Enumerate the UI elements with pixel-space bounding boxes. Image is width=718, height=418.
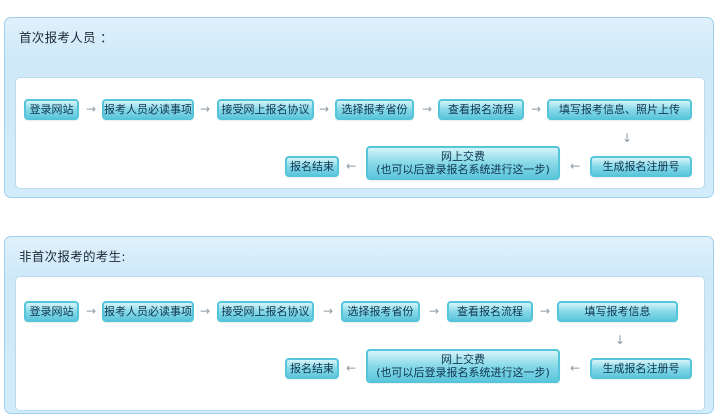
step-fill-info[interactable]: 填写报考信息、照片上传 xyxy=(547,99,692,120)
step-fill-info[interactable]: 填写报考信息 xyxy=(557,301,678,322)
arrow-left-icon: ← xyxy=(569,361,581,375)
step-accept-agreement[interactable]: 接受网上报名协议 xyxy=(217,301,314,322)
arrow-right-icon: → xyxy=(421,102,433,116)
arrow-right-icon: → xyxy=(530,102,542,116)
arrow-right-icon: → xyxy=(199,304,211,318)
payment-note: (也可以后登录报名系统进行这一步) xyxy=(376,163,550,176)
step-view-process[interactable]: 查看报名流程 xyxy=(447,301,533,322)
payment-label: 网上交费 xyxy=(441,150,485,163)
arrow-right-icon: → xyxy=(85,102,97,116)
step-finish[interactable]: 报名结束 xyxy=(285,156,339,177)
step-finish[interactable]: 报名结束 xyxy=(285,358,339,379)
arrow-right-icon: → xyxy=(322,304,334,318)
step-read-notice[interactable]: 报考人员必读事项 xyxy=(102,99,194,120)
payment-note: (也可以后登录报名系统进行这一步) xyxy=(376,366,550,379)
payment-label: 网上交费 xyxy=(441,353,485,366)
panel-title: 首次报考人员 ： xyxy=(19,30,113,45)
arrow-right-icon: → xyxy=(199,102,211,116)
arrow-left-icon: ← xyxy=(345,159,357,173)
arrow-left-icon: ← xyxy=(345,361,357,375)
arrow-down-icon: ↓ xyxy=(614,333,626,347)
first-time-panel: 首次报考人员 ： 登录网站 → 报考人员必读事项 → 接受网上报名协议 → 选择… xyxy=(4,17,714,198)
step-read-notice[interactable]: 报考人员必读事项 xyxy=(102,301,194,322)
step-login[interactable]: 登录网站 xyxy=(24,301,79,322)
step-generate-reg-no[interactable]: 生成报名注册号 xyxy=(590,358,692,379)
arrow-left-icon: ← xyxy=(569,159,581,173)
step-select-province[interactable]: 选择报考省份 xyxy=(341,301,420,322)
flow-area: 登录网站 → 报考人员必读事项 → 接受网上报名协议 → 选择报考省份 → 查看… xyxy=(15,276,705,411)
step-online-payment[interactable]: 网上交费 (也可以后登录报名系统进行这一步) xyxy=(366,146,560,180)
step-select-province[interactable]: 选择报考省份 xyxy=(335,99,414,120)
arrow-right-icon: → xyxy=(85,304,97,318)
arrow-right-icon: → xyxy=(318,102,330,116)
flow-area: 登录网站 → 报考人员必读事项 → 接受网上报名协议 → 选择报考省份 → 查看… xyxy=(15,77,705,189)
arrow-right-icon: → xyxy=(539,304,551,318)
returning-panel: 非首次报考的考生: 登录网站 → 报考人员必读事项 → 接受网上报名协议 → 选… xyxy=(4,236,714,414)
step-generate-reg-no[interactable]: 生成报名注册号 xyxy=(590,156,692,177)
step-view-process[interactable]: 查看报名流程 xyxy=(438,99,524,120)
panel-title: 非首次报考的考生: xyxy=(19,249,126,264)
step-accept-agreement[interactable]: 接受网上报名协议 xyxy=(217,99,314,120)
arrow-down-icon: ↓ xyxy=(621,131,633,145)
step-online-payment[interactable]: 网上交费 (也可以后登录报名系统进行这一步) xyxy=(366,349,560,383)
arrow-right-icon: → xyxy=(428,304,440,318)
step-login[interactable]: 登录网站 xyxy=(24,99,79,120)
